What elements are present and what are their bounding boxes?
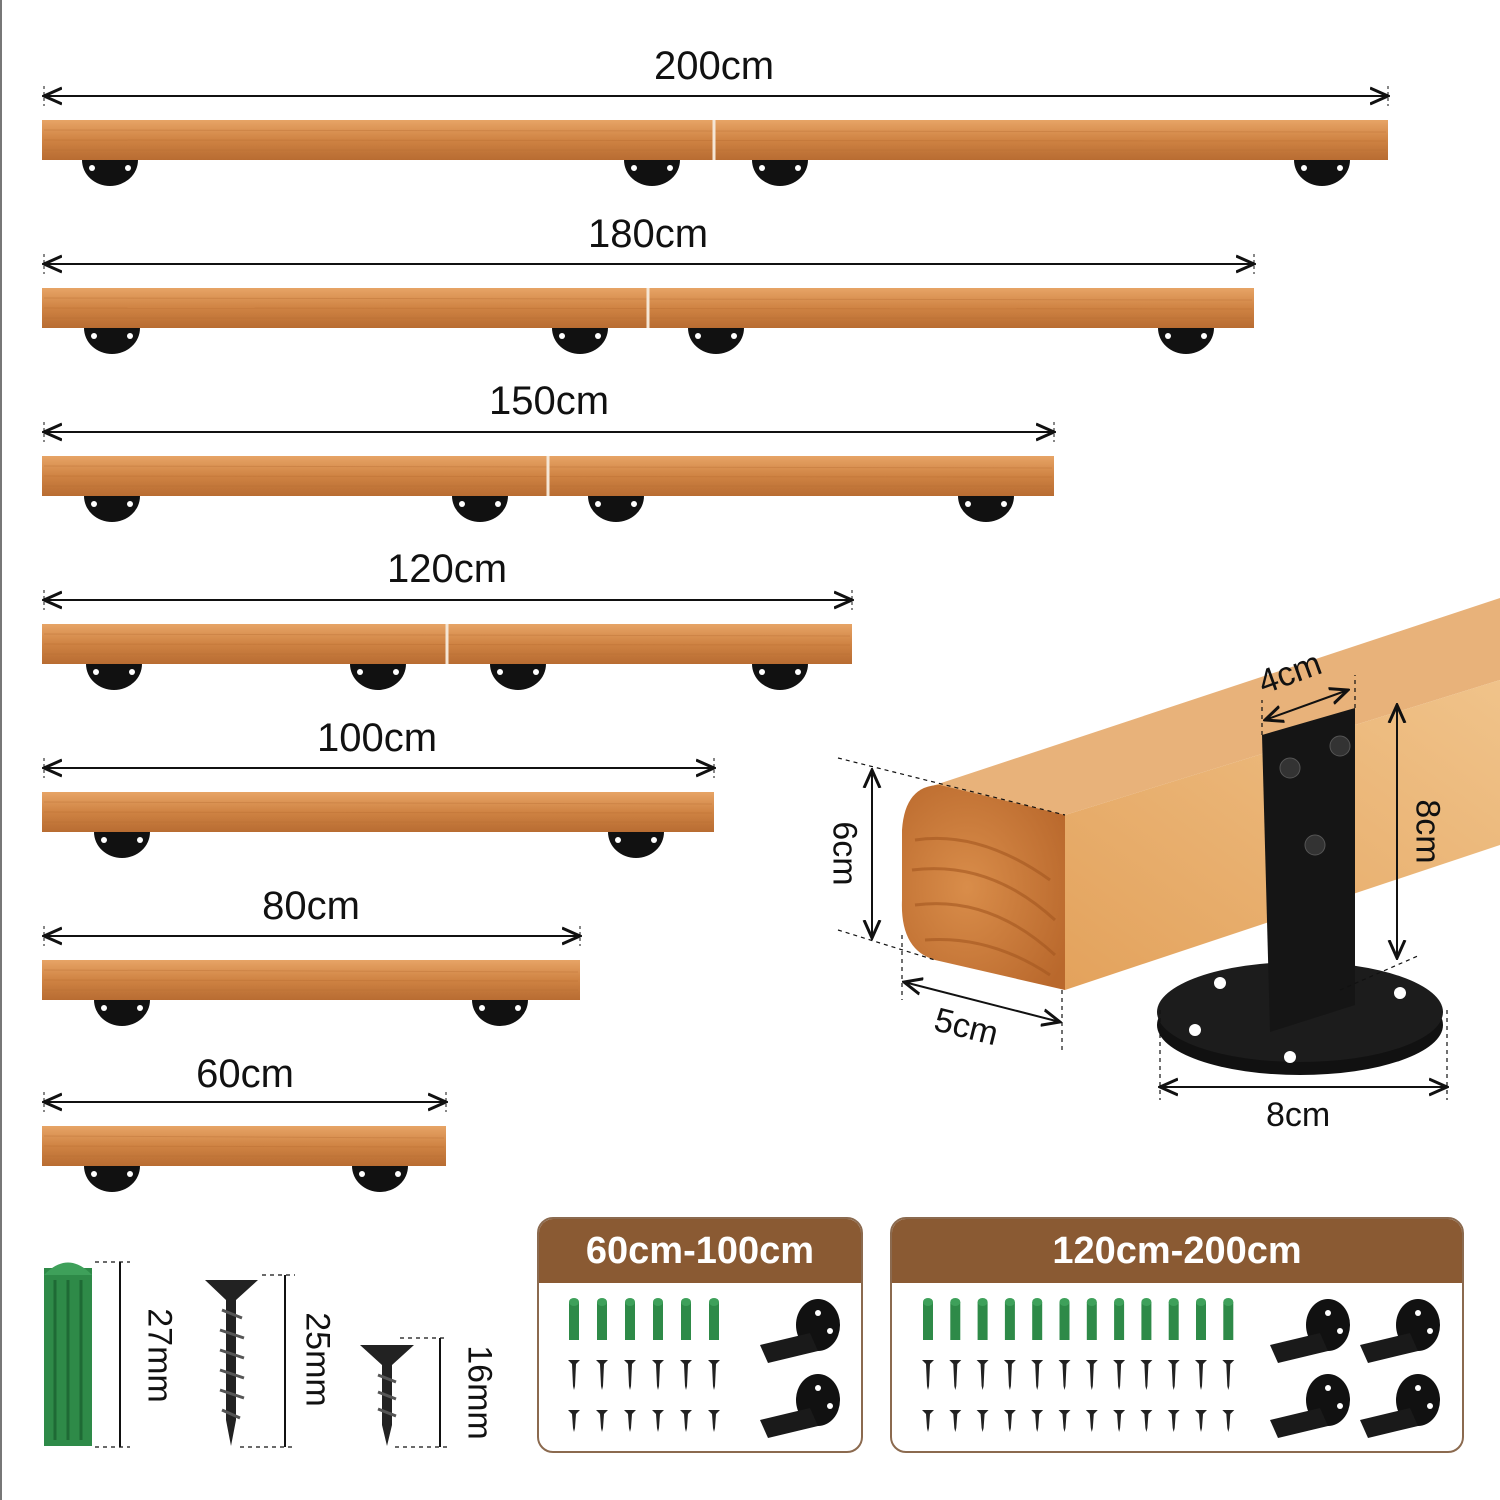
rail-bracket	[688, 328, 744, 354]
rail-bracket	[352, 1166, 408, 1192]
rail-label-100: 100cm	[316, 716, 438, 760]
rail-bracket	[1158, 328, 1214, 354]
rail-bracket	[624, 160, 680, 186]
rails-group	[42, 86, 1388, 1192]
rail-bracket	[490, 664, 546, 690]
rail-bracket	[94, 1000, 150, 1026]
bracket-height-label: 8cm	[1408, 799, 1447, 864]
rail-bracket	[350, 664, 406, 690]
rail-bracket	[752, 664, 808, 690]
rail-3	[42, 590, 852, 690]
rail-label-120: 120cm	[386, 547, 508, 591]
anchor-plug-illustration	[44, 1262, 92, 1446]
rail-wood-bar	[42, 792, 714, 832]
rail-1	[42, 254, 1254, 354]
kit-small: 60cm-100cm	[537, 1217, 863, 1453]
rail-bracket	[588, 496, 644, 522]
rail-bracket	[84, 496, 140, 522]
rail-wood-bar	[42, 1126, 446, 1166]
rail-2	[42, 422, 1054, 522]
rail-label-60: 60cm	[196, 1052, 294, 1096]
rail-bracket	[452, 496, 508, 522]
rail-wood-bar	[42, 960, 580, 1000]
rail-bracket	[1294, 160, 1350, 186]
rail-bracket	[86, 664, 142, 690]
anchor-size-label: 27mm	[140, 1308, 179, 1403]
rail-label-80: 80cm	[262, 884, 360, 928]
base-diameter-label: 8cm	[1266, 1096, 1331, 1134]
rail-6	[42, 1092, 446, 1192]
rail-bracket	[84, 328, 140, 354]
rail-bracket	[958, 496, 1014, 522]
rail-bracket	[552, 328, 608, 354]
rail-label-200: 200cm	[653, 44, 775, 88]
rail-bracket	[82, 160, 138, 186]
kit-large: 120cm-200cm	[890, 1217, 1464, 1453]
kit-large-title: 120cm-200cm	[892, 1219, 1462, 1283]
short-screw-illustration	[360, 1345, 414, 1446]
rail-bracket	[472, 1000, 528, 1026]
rail-5	[42, 926, 580, 1026]
detail-dimension-lines	[872, 690, 1447, 1087]
rail-bracket	[84, 1166, 140, 1192]
short-screw-size-label: 16mm	[460, 1345, 499, 1440]
rail-bracket	[752, 160, 808, 186]
rail-0	[42, 86, 1388, 186]
long-screw-illustration	[205, 1280, 258, 1446]
rail-bracket	[608, 832, 664, 858]
long-screw-size-label: 25mm	[298, 1312, 337, 1407]
rail-bracket	[94, 832, 150, 858]
rail-label-180: 180cm	[587, 212, 709, 256]
kit-small-title: 60cm-100cm	[539, 1219, 861, 1283]
rail-label-150: 150cm	[488, 379, 610, 423]
rail-4	[42, 758, 714, 858]
rail-height-label: 6cm	[825, 821, 864, 886]
